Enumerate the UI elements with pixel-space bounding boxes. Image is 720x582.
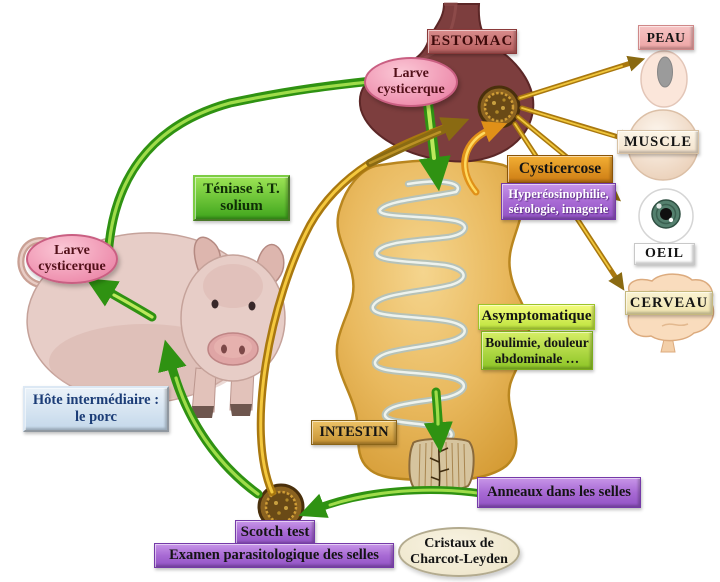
proglottid-icon bbox=[408, 437, 475, 493]
stomach-label: ESTOMAC bbox=[427, 29, 517, 54]
arrow-worm-to-proglottid bbox=[423, 387, 453, 454]
arrow-egg-to-pig bbox=[158, 339, 263, 499]
cysticercosis-label: Cysticercose bbox=[507, 155, 613, 183]
arrow-intestine-retroinfection bbox=[461, 121, 508, 196]
eye-label: OEIL bbox=[634, 243, 695, 265]
eye-icon bbox=[638, 188, 694, 244]
larva-cysticercus-pig-label: Larve cysticerque bbox=[26, 234, 118, 284]
charcot-leyden-crystals-label: Cristaux de Charcot-Leyden bbox=[398, 527, 520, 577]
arrow-pig-to-larva bbox=[85, 278, 157, 322]
skin-section-icon bbox=[640, 50, 688, 108]
asymptomatic-label: Asymptomatique bbox=[478, 304, 595, 330]
arrow-autoinfection-to-stomach bbox=[256, 117, 470, 496]
arrow-egg-to-skin bbox=[517, 55, 646, 101]
brain-label: CERVEAU bbox=[625, 291, 713, 315]
scotch-test-label: Scotch test bbox=[235, 520, 315, 545]
arrow-pork-to-human-stomach bbox=[103, 65, 411, 263]
muscle-label: MUSCLE bbox=[617, 130, 699, 154]
disease-title-box: Téniase à T. solium bbox=[193, 175, 290, 221]
skin-label: PEAU bbox=[638, 25, 694, 50]
cysticercosis-signs-label: Hyperéosinophilie, sérologie, imagerie bbox=[501, 183, 616, 220]
rings-in-stool-label: Anneaux dans les selles bbox=[477, 477, 641, 508]
larva-cysticercus-stomach-label: Larve cysticerque bbox=[364, 57, 458, 107]
intestine-label: INTESTIN bbox=[311, 420, 397, 445]
intermediate-host-label: Hôte intermédiaire : le porc bbox=[23, 386, 169, 432]
stool-exam-label: Examen parasitologique des selles bbox=[154, 543, 394, 568]
taenia-egg-stomach-icon bbox=[477, 85, 521, 129]
arrow-egg-to-muscle bbox=[519, 105, 637, 146]
symptoms-label: Boulimie, douleur abdominale … bbox=[481, 331, 593, 370]
